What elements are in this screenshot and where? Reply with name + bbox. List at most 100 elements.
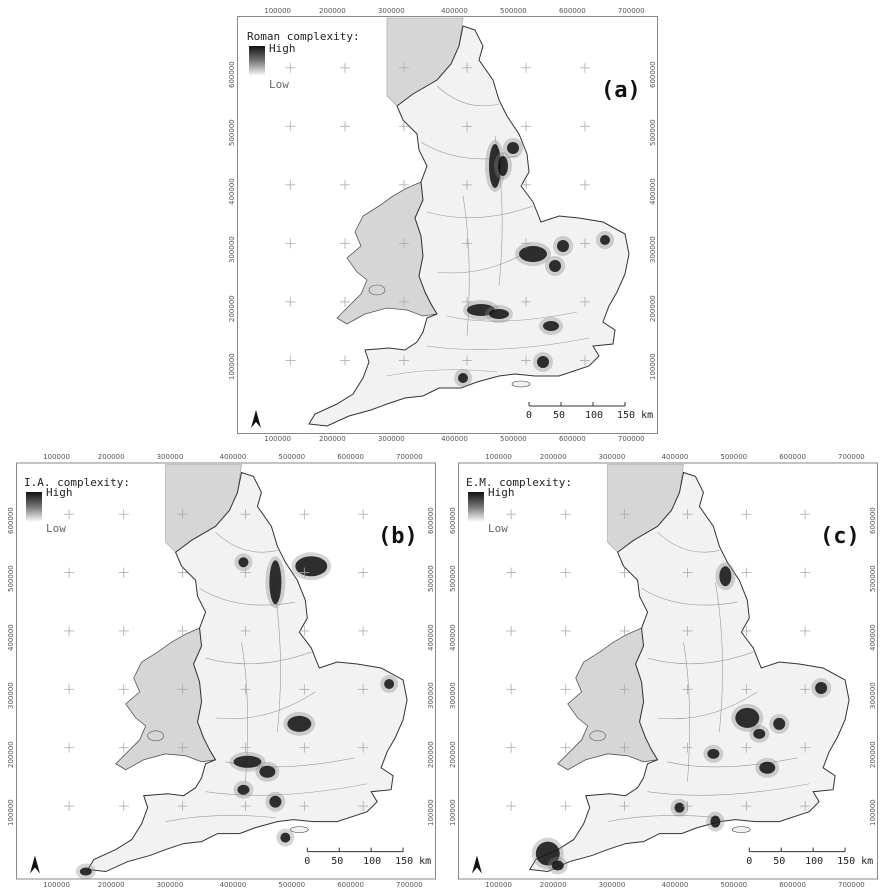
y-tick-label: 100000 (427, 799, 435, 827)
y-tick-label: 500000 (649, 119, 657, 147)
x-tick-label: 700000 (617, 435, 645, 443)
scale-bar-label: 50 (331, 856, 344, 867)
y-tick-label: 600000 (449, 507, 457, 534)
map-panel-early-medieval: E.M. complexity: High Low (c) 100000 1000… (449, 453, 878, 889)
complexity-hotspot (753, 728, 766, 739)
x-tick-label: 600000 (779, 453, 806, 461)
complexity-hotspot (600, 235, 610, 245)
y-tick-label: 100000 (869, 799, 877, 827)
complexity-hotspot (238, 557, 249, 568)
x-tick-label: 100000 (43, 881, 70, 889)
y-tick-label: 200000 (228, 295, 236, 322)
complexity-hotspot (498, 156, 508, 176)
y-tick-label: 500000 (228, 119, 236, 147)
legend-title: E.M. complexity: (466, 476, 572, 489)
x-tick-label: 200000 (318, 7, 346, 15)
complexity-hotspot (707, 748, 720, 759)
panel-label: (a) (601, 78, 641, 103)
north-arrow-icon (251, 410, 261, 428)
scale-bar-label: 150 km (395, 856, 432, 867)
y-tick-label: 400000 (228, 178, 236, 205)
complexity-hotspot (519, 246, 547, 262)
y-tick-label: 100000 (649, 353, 657, 381)
scale-bar-label: 100 (805, 856, 824, 867)
river-line (215, 691, 316, 720)
y-tick-label: 100000 (7, 799, 15, 827)
river-line (715, 582, 723, 732)
complexity-hotspot (79, 867, 92, 876)
map-england-wales (458, 462, 878, 880)
y-tick-label: 200000 (427, 741, 435, 768)
complexity-hotspot (287, 715, 312, 732)
legend-high: High (269, 42, 296, 55)
complexity-hotspot (735, 707, 760, 728)
x-tick-label: 100000 (485, 453, 512, 461)
river-line (667, 757, 798, 768)
legend-low: Low (488, 522, 508, 535)
legend-low: Low (46, 522, 66, 535)
y-tick-label: 300000 (427, 682, 435, 710)
x-tick-label: 300000 (598, 453, 626, 461)
complexity-hotspot (557, 240, 569, 252)
river-line (657, 691, 758, 720)
x-tick-label: 200000 (97, 881, 125, 889)
y-tick-label: 500000 (449, 565, 457, 593)
river-line (647, 783, 810, 796)
x-tick-label: 100000 (264, 435, 291, 443)
y-tick-label: 500000 (427, 565, 435, 593)
complexity-hotspot (467, 304, 495, 316)
river-line (199, 587, 296, 606)
x-tick-label: 200000 (97, 453, 125, 461)
y-tick-label: 300000 (228, 236, 236, 264)
north-arrow-icon (471, 855, 482, 874)
x-tick-label: 600000 (337, 453, 364, 461)
isle-of-wight-shape (290, 826, 309, 833)
river-line (205, 651, 312, 665)
scale-bar-label: 0 (526, 410, 533, 421)
legend-ramp (468, 492, 484, 522)
y-tick-label: 500000 (869, 565, 877, 593)
x-tick-label: 700000 (396, 453, 423, 461)
river-line (386, 369, 498, 377)
x-tick-label: 300000 (156, 453, 184, 461)
x-tick-label: 500000 (278, 453, 306, 461)
complexity-hotspot (543, 321, 559, 331)
scale-bar-label: 100 (363, 856, 382, 867)
y-tick-label: 600000 (869, 507, 877, 534)
complexity-hotspot (710, 815, 721, 828)
river-line (426, 337, 590, 350)
x-tick-label: 100000 (43, 453, 70, 461)
x-tick-label: 500000 (278, 881, 306, 889)
complexity-hotspot (537, 356, 549, 368)
y-tick-label: 400000 (449, 624, 457, 651)
complexity-hotspot (384, 678, 395, 689)
anglesey-shape (368, 284, 386, 296)
x-tick-label: 600000 (558, 7, 586, 15)
x-tick-label: 400000 (661, 881, 689, 889)
river-line (205, 783, 368, 796)
river-line (647, 651, 754, 665)
isle-of-wight-shape (511, 380, 531, 388)
y-tick-label: 400000 (869, 624, 877, 651)
x-tick-label: 200000 (539, 453, 567, 461)
y-tick-label: 600000 (7, 507, 15, 534)
legend-high: High (488, 486, 515, 499)
map-england-wales (16, 462, 436, 880)
x-tick-label: 100000 (264, 7, 291, 15)
complexity-hotspot (280, 832, 291, 843)
complexity-hotspot (507, 142, 519, 154)
x-tick-label: 300000 (377, 435, 405, 443)
y-tick-label: 400000 (427, 624, 435, 651)
panel-label: (c) (820, 524, 860, 549)
complexity-hotspot (489, 144, 501, 188)
x-tick-label: 500000 (500, 7, 527, 15)
x-tick-label: 500000 (500, 435, 527, 443)
complexity-hotspot (269, 795, 282, 808)
complexity-hotspot (489, 309, 509, 319)
complexity-hotspot (759, 761, 776, 774)
complexity-hotspot (674, 802, 685, 813)
complexity-hotspot (815, 681, 828, 694)
river-line (462, 195, 470, 337)
north-arrow-icon (29, 855, 40, 874)
complexity-hotspot (269, 560, 282, 605)
